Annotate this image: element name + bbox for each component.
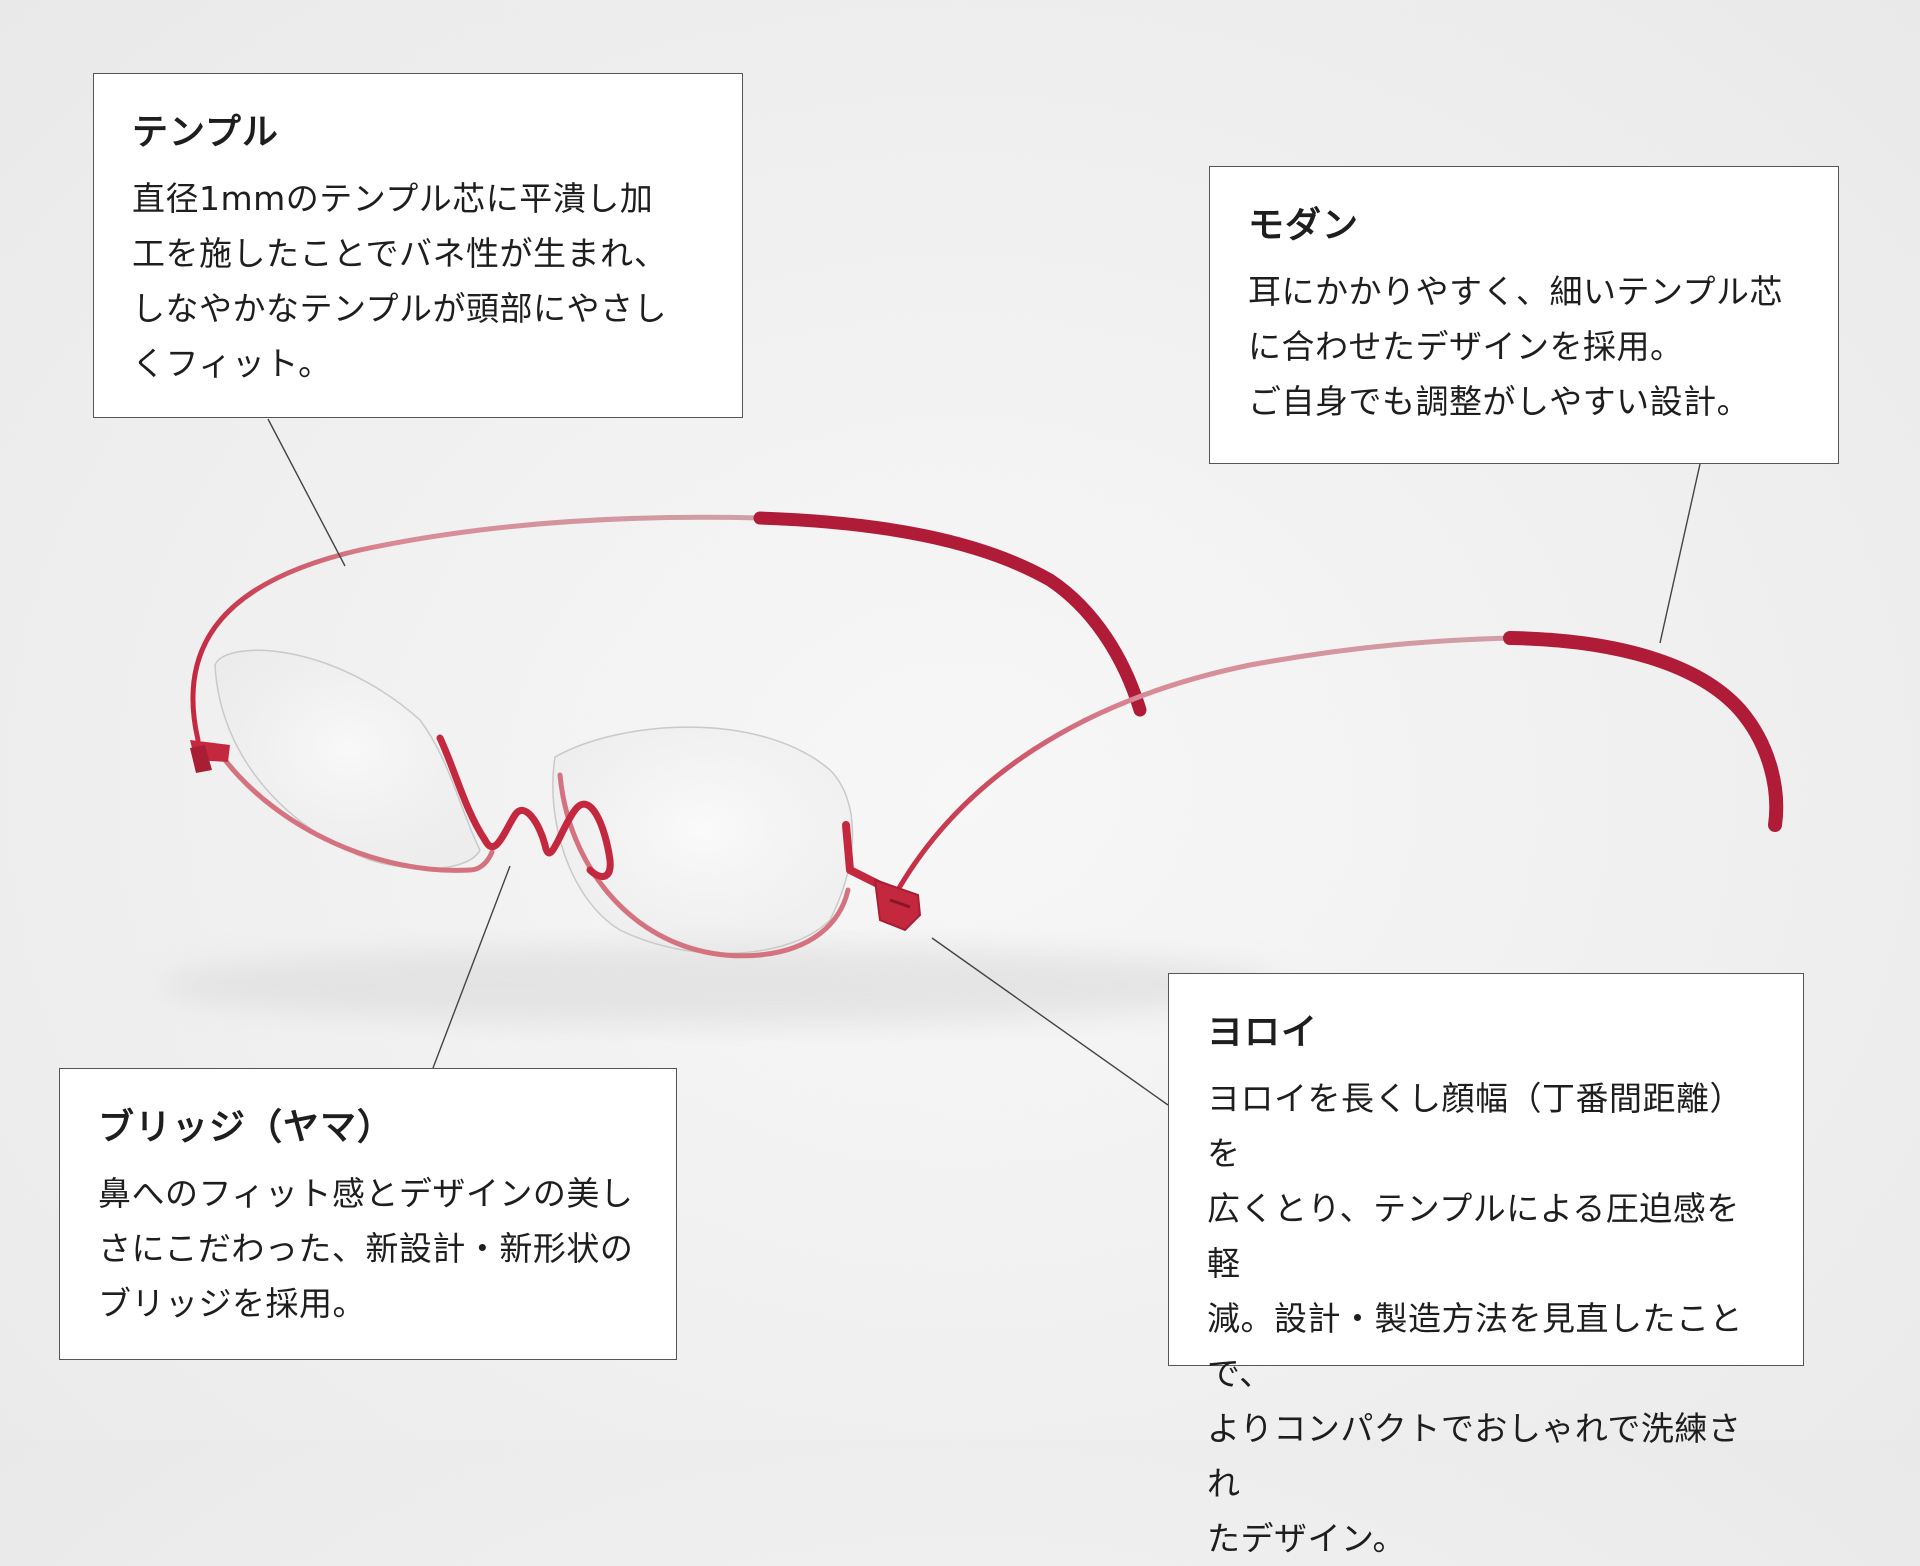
callout-temple-body: 直径1mmのテンプル芯に平潰し加 工を施したことでバネ性が生まれ、 しなやかなテ… <box>132 178 668 383</box>
right-lens <box>552 726 854 955</box>
callout-yoroi-body: ヨロイを長くし顔幅（丁番間距離）を 広くとり、テンプルによる圧迫感を軽 減。設計… <box>1207 1078 1743 1558</box>
right-hinge-block <box>873 878 922 932</box>
leader-temple <box>267 418 346 567</box>
back-temple <box>190 514 763 743</box>
callout-temple: テンプル 直径1mmのテンプル芯に平潰し加 工を施したことでバネ性が生まれ、 し… <box>93 73 743 418</box>
back-temple-tip <box>753 511 1147 717</box>
callout-yoroi-title: ヨロイ <box>1207 1012 1319 1053</box>
leader-modern <box>1659 463 1701 644</box>
callout-yoroi: ヨロイ ヨロイを長くし顔幅（丁番間距離）を 広くとり、テンプルによる圧迫感を軽 … <box>1168 973 1804 1558</box>
callout-bridge-title: ブリッジ（ヤマ） <box>98 1107 395 1148</box>
left-lens <box>214 649 481 870</box>
bridge <box>436 734 614 880</box>
front-temple-tip <box>1503 631 1784 832</box>
callout-bridge-body: 鼻へのフィット感とデザインの美し さにこだわった、新設計・新形状の ブリッジを採… <box>98 1173 634 1323</box>
glasses-illustration <box>160 418 1784 1106</box>
callout-modern-title: モダン <box>1248 205 1360 246</box>
callout-modern: モダン 耳にかかりやすく、細いテンプル芯 に合わせたデザインを採用。 ご自身でも… <box>1209 166 1839 464</box>
right-lens-rim <box>557 772 851 959</box>
left-lens-rim <box>222 757 495 873</box>
callout-bridge: ブリッジ（ヤマ） 鼻へのフィット感とデザインの美し さにこだわった、新設計・新形… <box>59 1068 677 1360</box>
callout-temple-title: テンプル <box>132 112 279 153</box>
left-hinge-block <box>190 745 212 773</box>
right-hinge-screw <box>889 898 911 909</box>
callout-modern-body: 耳にかかりやすく、細いテンプル芯 に合わせたデザインを採用。 ご自身でも調整がし… <box>1248 271 1784 421</box>
leader-yoroi <box>931 937 1169 1106</box>
front-temple <box>892 635 1513 898</box>
leader-bridge <box>432 865 511 1069</box>
floor-shadow <box>160 945 1280 1025</box>
